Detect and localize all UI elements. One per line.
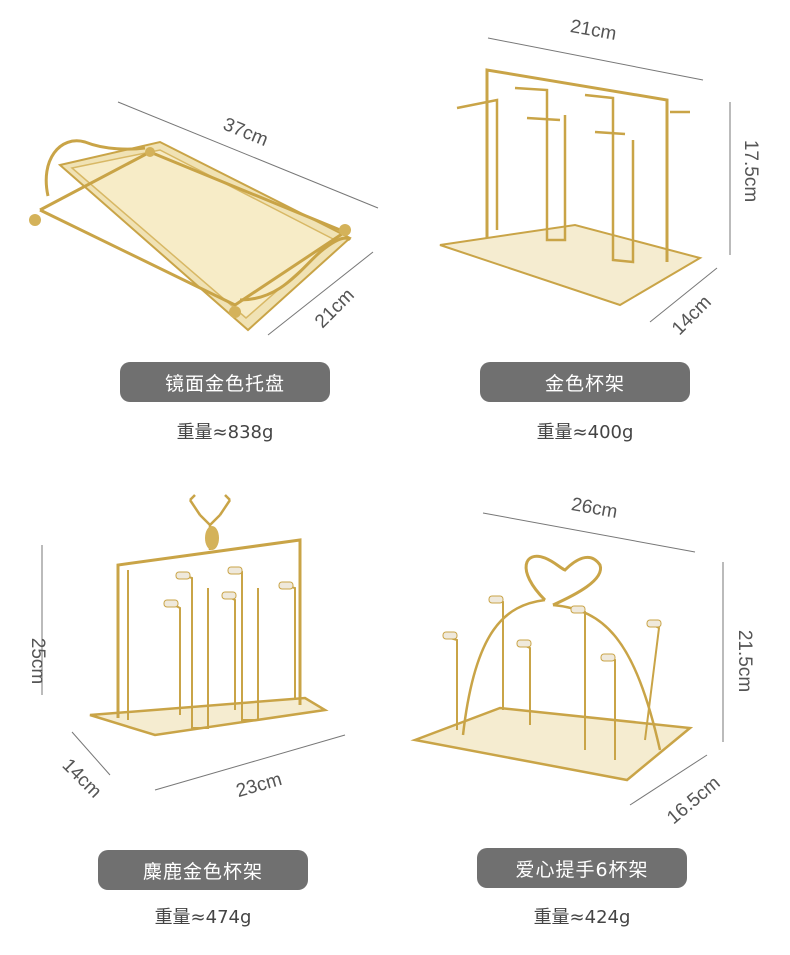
product-name-badge: 镜面金色托盘 bbox=[120, 362, 330, 402]
product-card-heart-cup-rack: 26cm 21.5cm 16.5cm 爱心提手6杯架 重量≈424g bbox=[395, 470, 790, 955]
product-card-deer-cup-rack: 25cm 14cm 23cm 麋鹿金色杯架 重量≈474g bbox=[0, 470, 395, 955]
product-weight: 重量≈400g bbox=[536, 422, 634, 443]
heart-cup-rack-icon bbox=[410, 512, 724, 806]
deer-rack-height-label: 25cm bbox=[27, 637, 49, 685]
product-card-tray: 37cm 21cm 镜面金色托盘 重量≈838g bbox=[0, 0, 395, 470]
product-weight: 重量≈474g bbox=[154, 907, 252, 928]
deer-cup-rack-icon bbox=[41, 494, 346, 791]
heart-rack-height-label: 21.5cm bbox=[734, 629, 756, 693]
rack-height-label: 17.5cm bbox=[740, 139, 762, 203]
product-name-badge: 麋鹿金色杯架 bbox=[98, 850, 308, 890]
product-card-cup-rack: 21cm 17.5cm 14cm 金色杯架 重量≈400g bbox=[395, 0, 790, 470]
product-weight: 重量≈424g bbox=[533, 907, 631, 928]
cup-rack-icon bbox=[439, 37, 731, 323]
product-weight: 重量≈838g bbox=[176, 422, 274, 443]
tray-icon bbox=[29, 101, 379, 336]
product-name-badge: 爱心提手6杯架 bbox=[477, 848, 687, 888]
product-name-badge: 金色杯架 bbox=[480, 362, 690, 402]
